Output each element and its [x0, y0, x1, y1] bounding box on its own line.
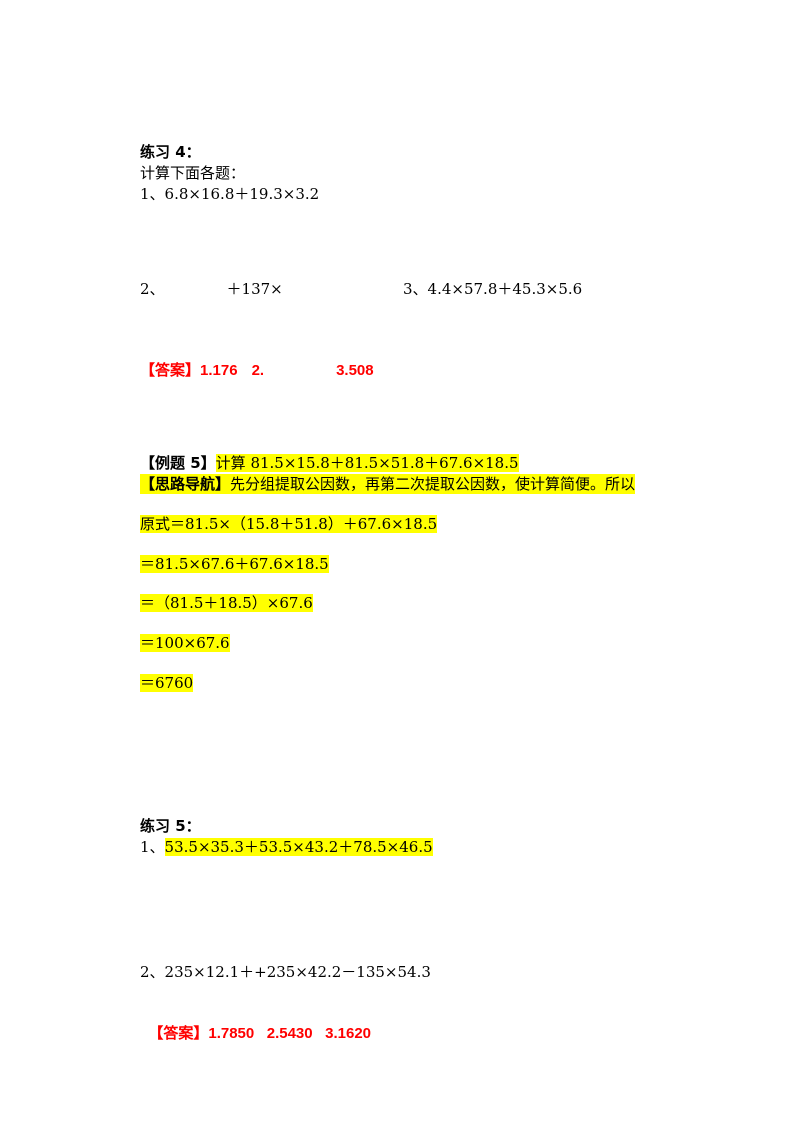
exercise-5-question-1: 1、53.5×35.3＋53.5×43.2＋78.5×46.5 [140, 837, 433, 857]
exercise-5-answer: 【答案】1.7850 2.5430 3.1620 [140, 1004, 371, 1044]
question-2-expression: ＋137× [226, 280, 283, 298]
exercise-4-title: 练习 4： [140, 143, 201, 161]
solution-step-5: ＝6760 [140, 674, 194, 692]
example-5-nav-line: 【思路导航】先分组提取公因数，再第二次提取公因数，使计算简便。所以 [140, 474, 636, 494]
exercise-5-title: 练习 5： [140, 817, 201, 835]
answer-1: 1.176 [200, 362, 238, 379]
example-problem: 计算 81.5×15.8＋81.5×51.8＋67.6×18.5 [215, 454, 519, 472]
answer-label: 【答案】 [148, 1025, 209, 1042]
question-1-prefix: 1、 [140, 838, 165, 856]
nav-label: 【思路导航】 [140, 475, 231, 493]
answer-3: 3.508 [336, 362, 374, 379]
exercise-4-question-1: 1、6.8×16.8＋19.3×3.2 [140, 185, 320, 203]
answer-label: 【答案】 [140, 362, 201, 379]
solution-step-1: 原式＝81.5×（15.8＋51.8）＋67.6×18.5 [140, 515, 438, 533]
question-1-expression: 53.5×35.3＋53.5×43.2＋78.5×46.5 [164, 838, 433, 856]
solution-step-4: ＝100×67.6 [140, 634, 230, 652]
exercise-4-question-2: 2、 ＋137× [140, 279, 283, 299]
exercise-4-question-3: 3、4.4×57.8＋45.3×5.6 [403, 280, 583, 298]
exercise-4-instruction: 计算下面各题： [140, 164, 246, 182]
example-label: 【例题 5】 [140, 454, 216, 472]
exercise-5-question-2: 2、235×12.1＋+235×42.2－135×54.3 [140, 963, 431, 981]
answers: 1.7850 2.5430 3.1620 [208, 1025, 372, 1042]
answer-2: 2. [251, 362, 265, 379]
nav-text: 先分组提取公因数，再第二次提取公因数，使计算简便。所以 [230, 475, 636, 493]
question-2-prefix: 2、 [140, 280, 165, 298]
solution-step-3: ＝（81.5＋18.5）×67.6 [140, 594, 313, 612]
example-5-problem-line: 【例题 5】计算 81.5×15.8＋81.5×51.8＋67.6×18.5 [140, 453, 519, 473]
exercise-4-answer: 【答案】1.176 2. 3.508 [140, 361, 374, 381]
solution-step-2: ＝81.5×67.6＋67.6×18.5 [140, 555, 329, 573]
